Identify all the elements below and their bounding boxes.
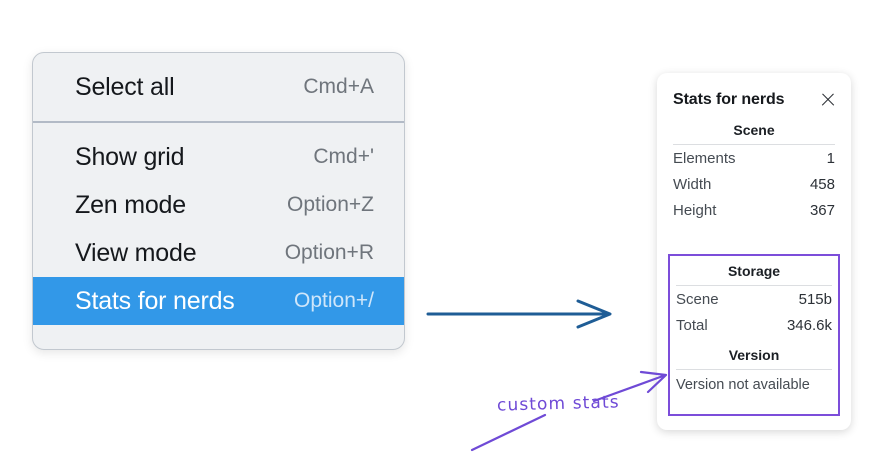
- canvas-context-menu: Select all Cmd+A Show grid Cmd+' Zen mod…: [32, 52, 405, 350]
- stat-row-storage-scene: Scene 515b: [672, 286, 836, 312]
- menu-item-stats-for-nerds[interactable]: Stats for nerds Option+/: [33, 277, 404, 325]
- stats-for-nerds-panel: Stats for nerds Scene Elements 1 Width 4…: [657, 73, 851, 430]
- section-heading-version: Version: [728, 347, 780, 363]
- purple-underline-annotation: [470, 413, 547, 452]
- stat-value: 346.6k: [786, 317, 832, 334]
- stat-label: Elements: [673, 150, 736, 167]
- stat-row-height: Height 367: [669, 197, 839, 223]
- menu-group-primary: Select all Cmd+A: [33, 63, 404, 121]
- custom-stats-section: Storage Scene 515b Total 346.6k Version …: [668, 254, 840, 416]
- stat-row-storage-total: Total 346.6k: [672, 312, 836, 338]
- stat-row-width: Width 458: [669, 171, 839, 197]
- version-text: Version not available: [676, 377, 810, 393]
- section-heading-scene: Scene: [733, 122, 775, 138]
- section-heading-storage: Storage: [727, 263, 781, 279]
- menu-item-view-mode[interactable]: View mode Option+R: [33, 229, 404, 277]
- stat-label: Scene: [676, 291, 719, 308]
- section-divider: [673, 144, 835, 145]
- menu-item-zen-mode[interactable]: Zen mode Option+Z: [33, 181, 404, 229]
- stats-panel-title: Stats for nerds: [673, 91, 785, 108]
- menu-item-label: Stats for nerds: [75, 286, 235, 315]
- menu-group-secondary: Show grid Cmd+' Zen mode Option+Z View m…: [33, 123, 404, 335]
- menu-item-shortcut: Option+Z: [287, 193, 374, 216]
- blue-arrow-annotation: [426, 299, 612, 329]
- menu-item-label: Select all: [75, 72, 175, 101]
- menu-divider: [33, 121, 404, 123]
- section-divider: [676, 369, 832, 370]
- stat-value: 458: [809, 176, 835, 193]
- menu-item-show-grid[interactable]: Show grid Cmd+': [33, 133, 404, 181]
- close-icon[interactable]: [819, 91, 837, 109]
- menu-item-label: View mode: [75, 238, 197, 267]
- stat-label: Width: [673, 176, 712, 193]
- stat-label: Total: [676, 317, 708, 334]
- stats-panel-header: Stats for nerds: [669, 87, 839, 113]
- stat-label: Height: [673, 202, 717, 219]
- menu-item-shortcut: Cmd+': [313, 145, 374, 168]
- menu-item-label: Zen mode: [75, 190, 186, 219]
- section-divider: [676, 285, 832, 286]
- stat-value: 1: [826, 150, 835, 167]
- menu-item-shortcut: Option+/: [294, 289, 374, 312]
- stat-value: 515b: [798, 291, 832, 308]
- custom-stats-annotation-label: custom stats: [496, 392, 620, 416]
- stat-row-elements: Elements 1: [669, 145, 839, 171]
- stat-value: 367: [809, 202, 835, 219]
- menu-item-shortcut: Option+R: [284, 241, 374, 264]
- menu-item-label: Show grid: [75, 142, 185, 171]
- menu-item-shortcut: Cmd+A: [303, 75, 374, 98]
- menu-item-select-all[interactable]: Select all Cmd+A: [33, 63, 404, 111]
